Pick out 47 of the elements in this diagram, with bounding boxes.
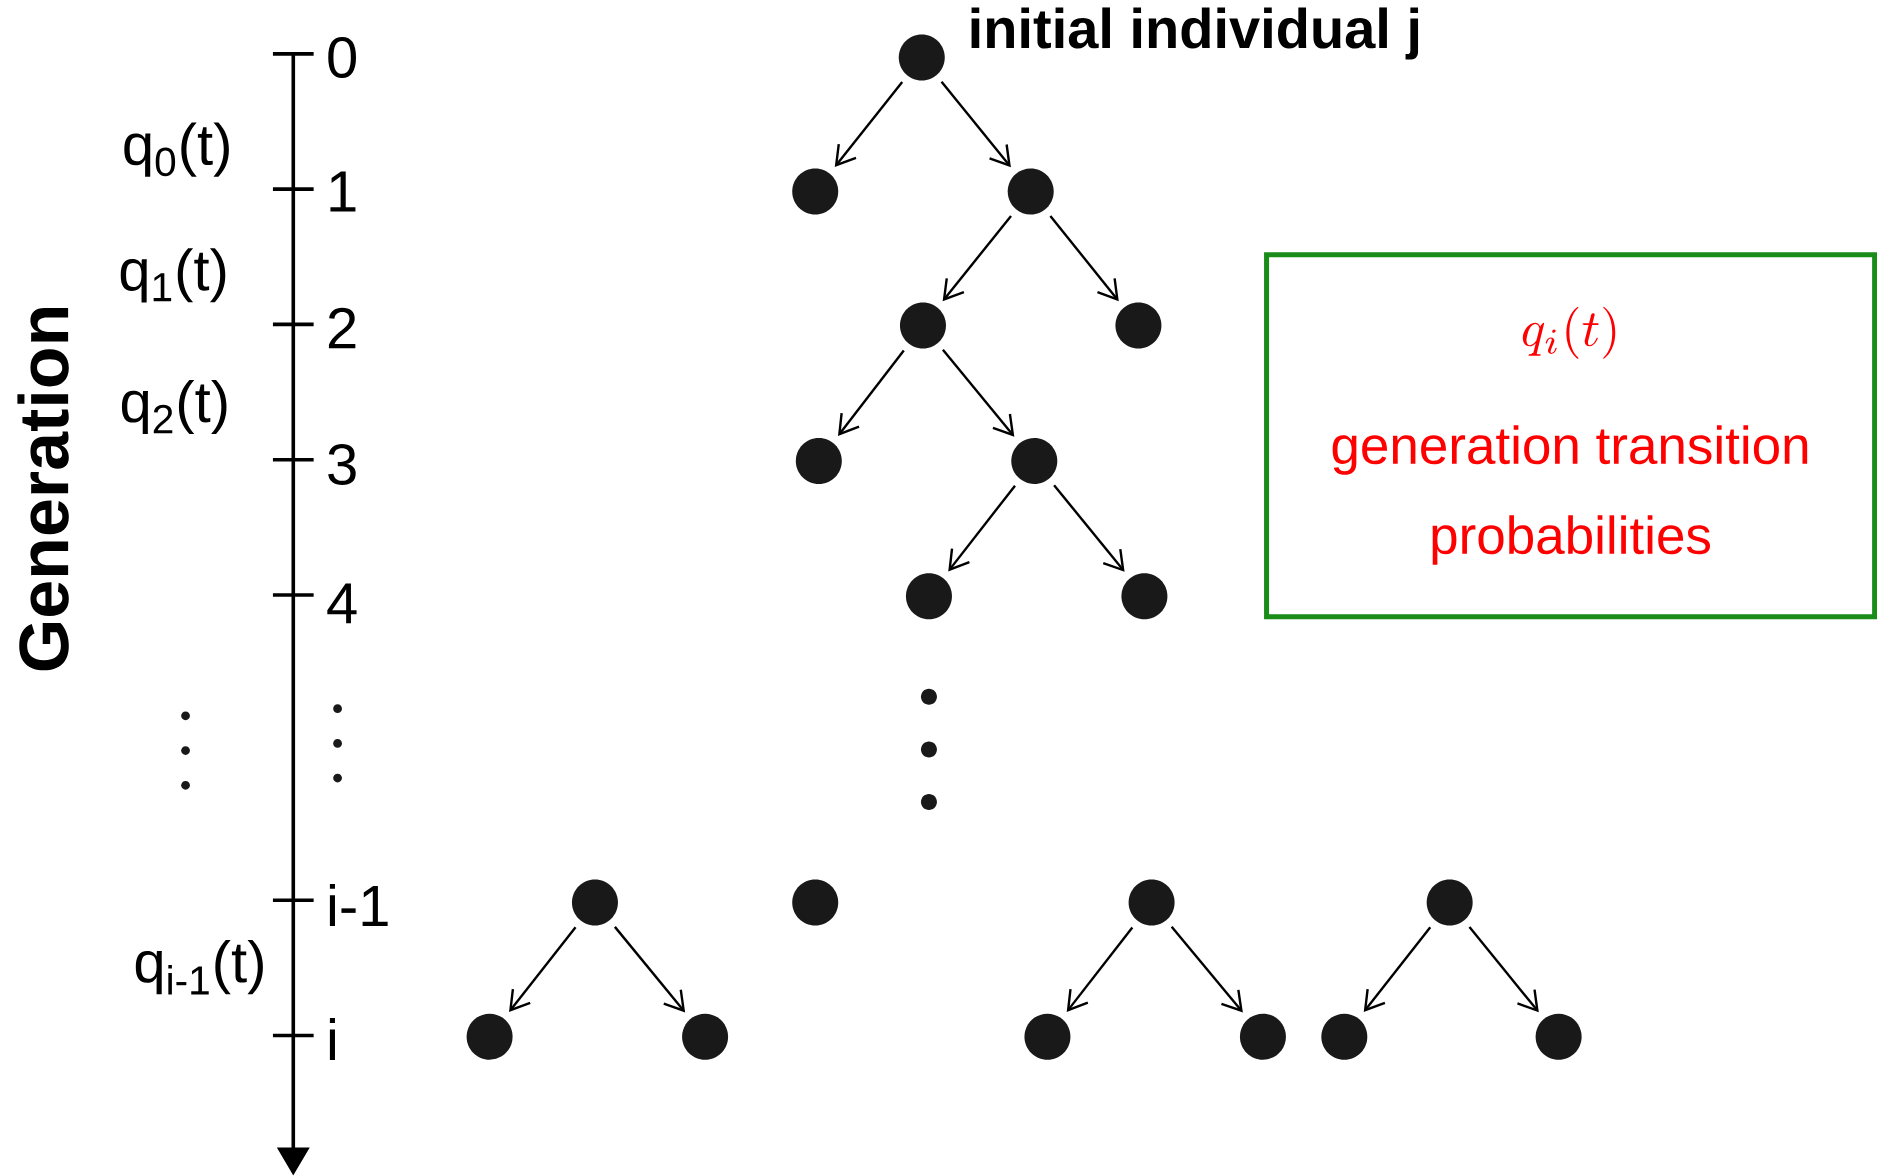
- tree-node: [1426, 879, 1473, 926]
- tree-node: [898, 34, 945, 81]
- tree-node: [1024, 1013, 1071, 1060]
- axis-title: Generation: [17, 308, 69, 671]
- arrow: [613, 926, 686, 1013]
- text-box: $q_i(t)$ generation transition probabilities: [1264, 252, 1877, 620]
- tree-node: [1535, 1013, 1582, 1060]
- arrow: [942, 349, 1015, 437]
- tick-label: 2: [328, 308, 356, 349]
- tick-label: 4: [327, 583, 357, 624]
- tree-node: [1115, 302, 1162, 349]
- tree-node: [1239, 1013, 1286, 1060]
- tick-label: 3: [328, 444, 356, 486]
- tree-node: [1128, 879, 1175, 926]
- arrow: [1363, 926, 1432, 1013]
- formula-label: q$_{2}$(t): [121, 380, 227, 435]
- formula-label: q$_{0}$(t): [124, 122, 229, 177]
- formula-label: q$_{1}$(t): [120, 248, 226, 303]
- tree-node: [899, 302, 946, 349]
- tree-node: [795, 438, 842, 485]
- arrow: [837, 350, 905, 437]
- arrow: [834, 81, 904, 168]
- tree-node: [1121, 573, 1168, 620]
- arrow: [1066, 926, 1134, 1013]
- tree-node: [1007, 168, 1054, 215]
- tree-node: [792, 879, 839, 926]
- tree-node: [1011, 438, 1058, 485]
- arrow: [1170, 926, 1243, 1013]
- tick-label: 1: [330, 171, 356, 212]
- arrow: [509, 926, 577, 1013]
- node-caption: initial individual j: [971, 7, 1419, 60]
- arrow: [942, 215, 1012, 302]
- tree-node: [466, 1013, 513, 1060]
- arrow: [1053, 484, 1125, 573]
- tree-node: [1321, 1013, 1368, 1060]
- arrow: [1049, 215, 1119, 302]
- tree-node: [571, 879, 618, 926]
- tree-node: [905, 573, 952, 620]
- tree-node: [682, 1013, 729, 1060]
- arrow: [948, 485, 1016, 572]
- arrow: [1468, 926, 1539, 1013]
- tree-node: [792, 168, 839, 215]
- tick-label: 0: [328, 37, 356, 79]
- tick-label: i: [329, 1018, 335, 1061]
- formula-label: q$_{i-1}$(t): [135, 940, 263, 995]
- tick-label: i-1: [329, 884, 388, 927]
- arrow: [940, 81, 1011, 168]
